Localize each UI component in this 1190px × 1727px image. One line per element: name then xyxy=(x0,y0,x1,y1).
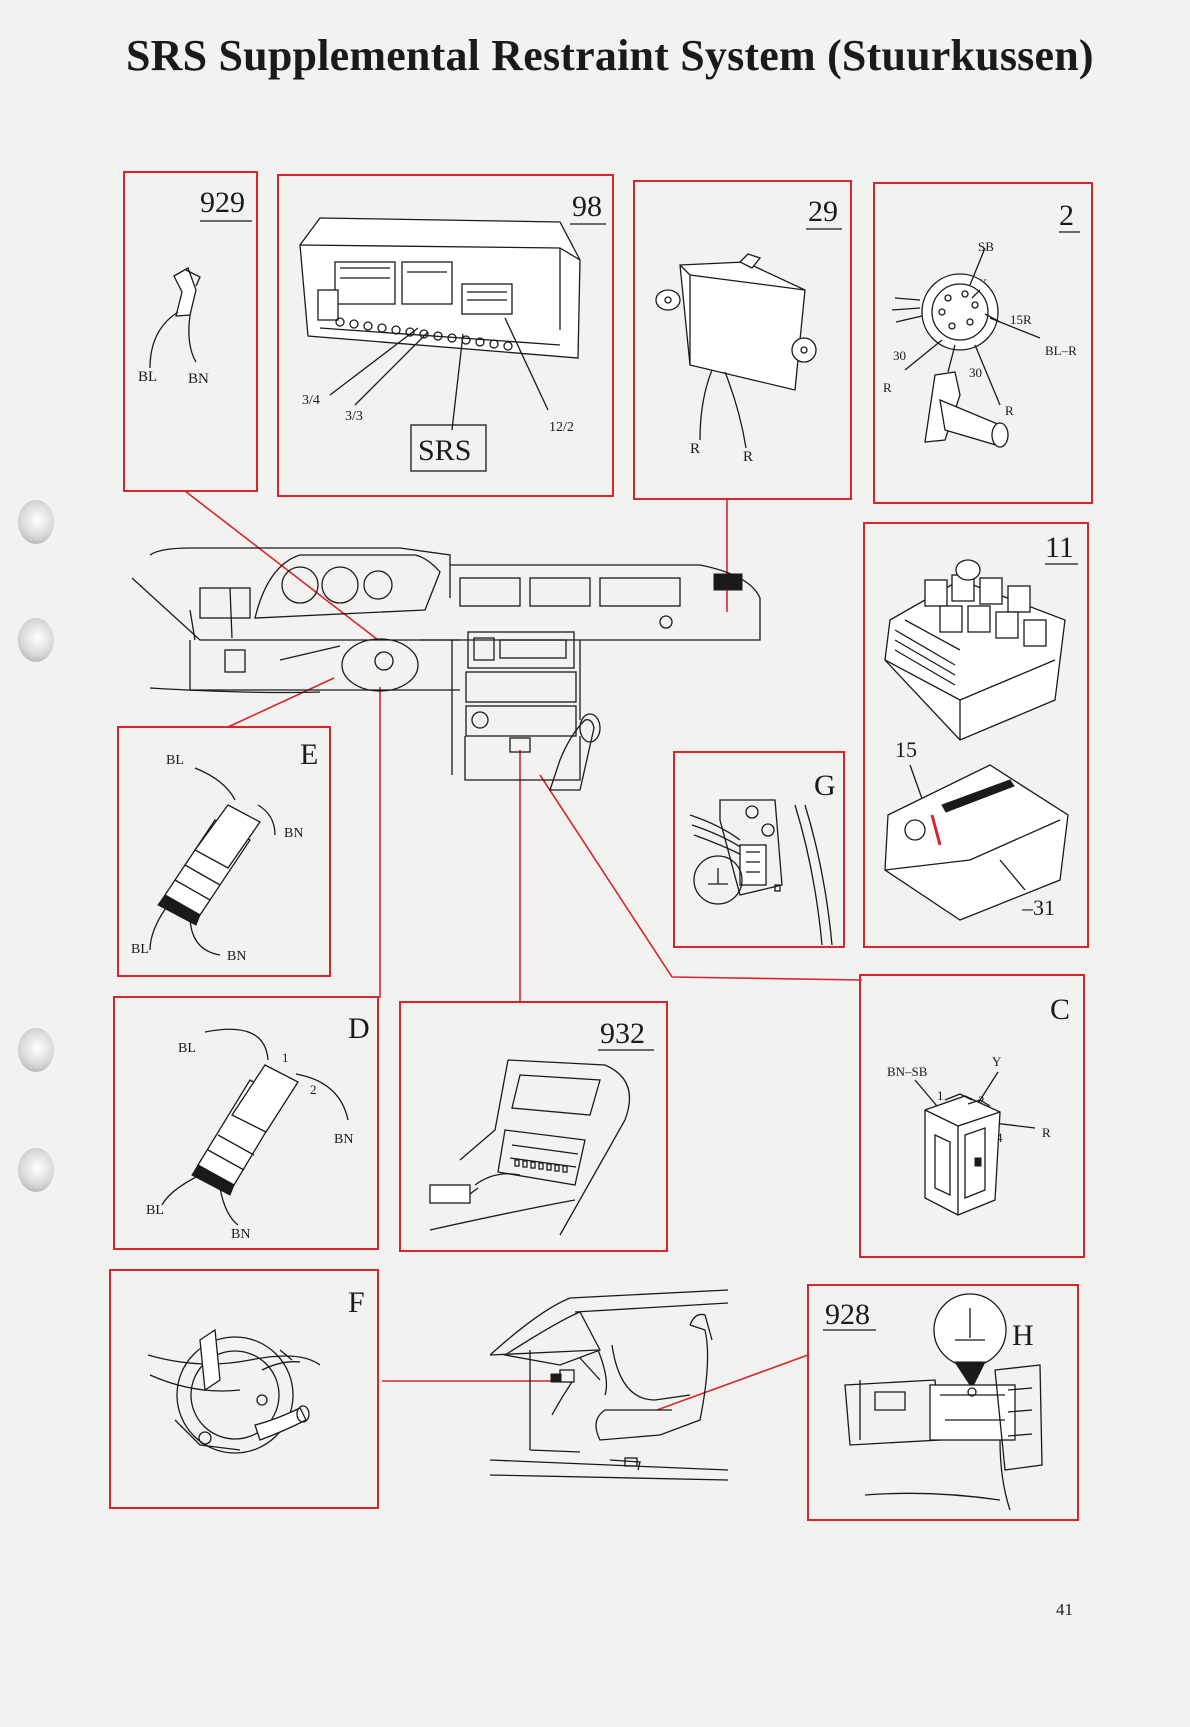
terminal-label: 15R xyxy=(1010,312,1032,327)
panel-letter: G xyxy=(814,769,836,802)
panel-number: 928 xyxy=(825,1298,870,1331)
panel-number: 29 xyxy=(808,195,838,228)
panel-number: 929 xyxy=(200,186,245,219)
panel-e-connector: E BL BN BL BN xyxy=(117,726,331,977)
panel-number: 932 xyxy=(600,1017,645,1050)
panel-932-diagnostic-socket: 932 xyxy=(399,1001,668,1252)
pin-label: 3/3 xyxy=(345,409,363,424)
wire-label: BN–SB xyxy=(887,1064,928,1079)
panel-number: 11 xyxy=(1045,531,1074,564)
panel-number: 98 xyxy=(572,190,602,223)
wire-label: BL xyxy=(138,369,157,385)
wire-label: BN xyxy=(284,826,303,841)
binder-hole xyxy=(18,500,54,544)
panel-98-instrument-cluster: 98 3/4 3/3 12/2 SRS xyxy=(277,174,614,497)
pin-number: 1 xyxy=(937,1088,944,1103)
wire-label: BN xyxy=(227,949,246,964)
panel-2-ignition-switch: 2 SB X 15R BL–R 30 R 30 R xyxy=(873,182,1093,504)
terminal-label: SB xyxy=(978,239,994,254)
socket-pins xyxy=(514,1159,568,1173)
terminal-label: R xyxy=(1005,403,1014,418)
car-interior-illustration xyxy=(489,1289,729,1481)
wire-label: Y xyxy=(992,1054,1002,1069)
panel-letter: F xyxy=(348,1286,365,1319)
wire-label: R xyxy=(690,441,700,457)
connector-pins xyxy=(335,317,513,351)
page-title: SRS Supplemental Restraint System (Stuur… xyxy=(126,31,1094,80)
pin-number: 1 xyxy=(282,1050,289,1065)
pin-label: 3/4 xyxy=(302,393,320,408)
panel-29-control-module: 29 R R xyxy=(633,180,852,500)
panel-928-ground-point: 928 H xyxy=(807,1284,1079,1521)
panel-d-connector: D BL 1 2 BN BL BN xyxy=(113,996,379,1250)
binder-hole xyxy=(18,618,54,662)
relay-blocks xyxy=(924,574,1047,647)
binder-hole xyxy=(18,1148,54,1192)
terminal-label: BL–R xyxy=(1045,343,1077,358)
wire-label: R xyxy=(743,449,753,465)
wire-label: BL xyxy=(131,942,149,957)
callout-label: 15 xyxy=(895,737,917,762)
wire-label: BL xyxy=(146,1203,164,1218)
wire-label: BN xyxy=(231,1227,250,1242)
wire-label: R xyxy=(1042,1125,1051,1140)
pin-label: 12/2 xyxy=(549,420,574,435)
srs-box-label: SRS xyxy=(418,434,471,467)
wire-label: BN xyxy=(188,371,209,387)
panel-929: 929 BL BN xyxy=(123,171,258,492)
wire-label: BL xyxy=(166,753,184,768)
panel-f-clock-spring: F xyxy=(109,1269,379,1509)
panel-number: 2 xyxy=(1059,199,1074,232)
panel-11-fuse-relay-box: 11 15 –31 xyxy=(863,522,1089,948)
terminal-label: 30 xyxy=(969,365,982,380)
terminal-label: 30 xyxy=(893,348,906,363)
panel-g-ground-point: G xyxy=(673,751,845,948)
callout-label: –31 xyxy=(1021,895,1055,920)
panel-letter: E xyxy=(300,738,318,771)
panel-letter: H xyxy=(1012,1319,1034,1352)
terminal-label: R xyxy=(883,380,892,395)
page-number: 41 xyxy=(1056,1600,1073,1619)
dashboard-illustration xyxy=(131,547,761,791)
panel-letter: C xyxy=(1050,993,1070,1026)
panel-c-connector: C Y BN–SB 1 2 4 R xyxy=(859,974,1085,1258)
wire-label: BN xyxy=(334,1132,353,1147)
wire-label: BL xyxy=(178,1041,196,1056)
panel-letter: D xyxy=(348,1012,370,1045)
binder-hole xyxy=(18,1028,54,1072)
pin-number: 4 xyxy=(996,1130,1003,1145)
pin-number: 2 xyxy=(310,1082,317,1097)
